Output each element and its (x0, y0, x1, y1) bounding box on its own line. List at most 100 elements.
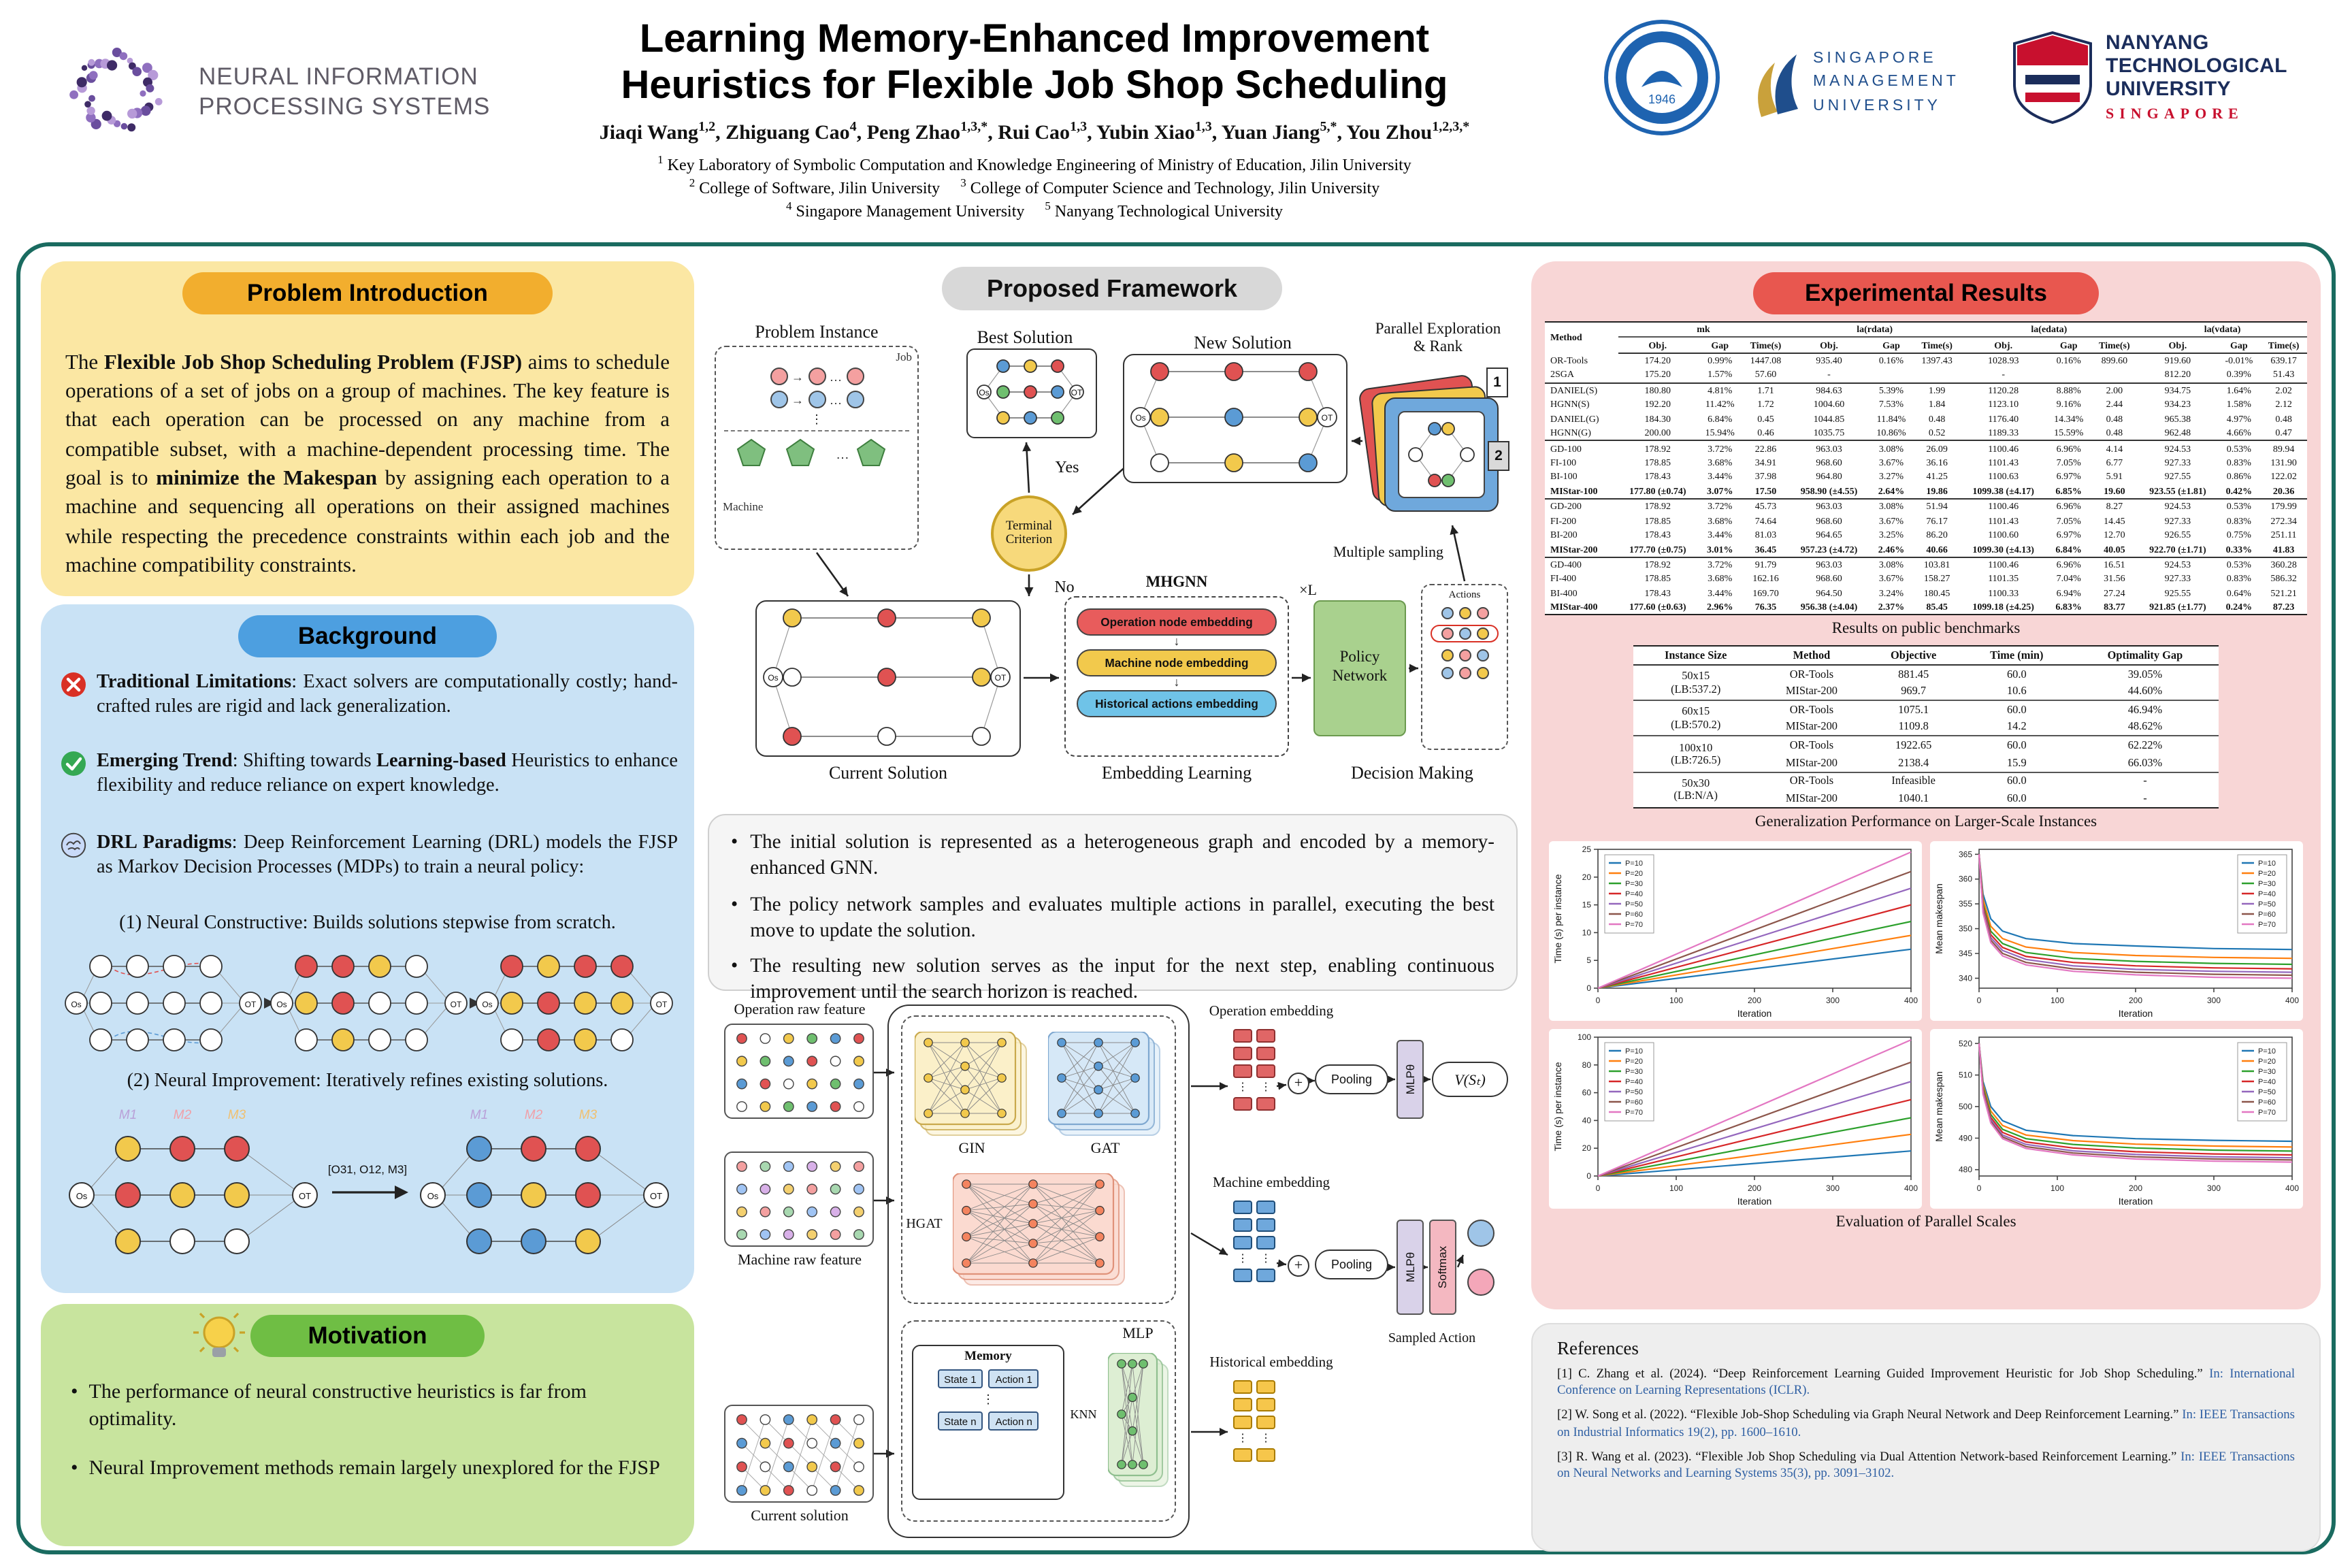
results-table-cell: 1099.18 (±4.25) (1972, 602, 2034, 613)
embedding-bar (1256, 1029, 1275, 1043)
background-header: Background (238, 615, 497, 657)
framework-bullet-2: •The policy network samples and evaluate… (731, 892, 1494, 945)
svg-circle (736, 1101, 747, 1112)
results-table-cell: 963.03 (1788, 498, 1869, 514)
results-table-cell: 1100.33 (1988, 587, 2019, 599)
svg-circle (126, 955, 149, 978)
svg-text: Os (276, 1000, 287, 1009)
svg-line (928, 1066, 966, 1079)
svg-text: 300 (2207, 996, 2221, 1005)
svg-circle (89, 992, 112, 1015)
results-table-cell: 899.60 (2101, 355, 2128, 367)
svg-text: 300 (1826, 996, 1840, 1005)
policy-line2: Network (1332, 668, 1388, 685)
sampled-action-label: Sampled Action (1388, 1331, 1476, 1346)
svg-line (1061, 1066, 1099, 1079)
svg-circle (1441, 422, 1455, 436)
results-table-cell: 180.45 (1923, 587, 1950, 599)
smu-line1: SINGAPORE (1813, 50, 1937, 67)
svg-circle (972, 608, 991, 627)
results-table-cell: 11.42% (1705, 399, 1735, 410)
svg-circle (444, 992, 468, 1015)
svg-circle (783, 668, 802, 687)
svg-circle (997, 1038, 1007, 1047)
mlp-theta-text: MLPθ (1403, 1064, 1417, 1095)
svg-line (1098, 1042, 1136, 1079)
svg-line (811, 1419, 836, 1491)
benchmark-table-cell: (LB:N/A) (1673, 789, 1718, 802)
gat-network-icon (1048, 1032, 1160, 1136)
results-table-cell: 2.46% (1878, 544, 1905, 555)
svg-polyline (1597, 870, 1912, 989)
svg-circle (1024, 385, 1037, 399)
memory-action-cell: Action 1 (988, 1369, 1039, 1388)
svg-text: 510 (1959, 1070, 1972, 1079)
benchmark-table-cell: 1075.1 (1865, 700, 1962, 719)
svg-line (1121, 1363, 1133, 1431)
benchmark-table-cell: 60x15(LB:570.2) (1633, 700, 1759, 736)
svg-circle (1117, 1359, 1126, 1369)
benchmark-table-cell: OR-Tools (1758, 771, 1865, 790)
svg-line (964, 1042, 1002, 1067)
svg-circle (1428, 422, 1441, 436)
results-table-cell: 4.81% (1697, 382, 1743, 398)
svg-circle (1298, 362, 1318, 381)
embedding-bar (1233, 1097, 1252, 1111)
svg-line (1132, 1363, 1144, 1465)
svg-text: M1 (119, 1108, 137, 1122)
svg-text: P=40 (1625, 1078, 1643, 1086)
svg-circle (368, 955, 391, 978)
benchmark-table-cell: 46.94% (2071, 700, 2219, 719)
text-segment: 2 (689, 176, 696, 189)
neurips-logo-text: NEURAL INFORMATION PROCESSING SYSTEMS (199, 63, 490, 122)
bars-ellipsis: ⋮ (1260, 1081, 1271, 1093)
results-table-cell: 36.45 (1754, 544, 1777, 555)
svg-circle (199, 1028, 223, 1051)
results-table-cell: 3.67% (1878, 573, 1904, 585)
results-table-cell: 1101.43 (1988, 515, 2019, 527)
svg-circle (1460, 447, 1475, 462)
results-table-cell: 919.60 (2164, 355, 2191, 367)
svg-circle (112, 48, 122, 57)
framework-bullet-1-text: The initial solution is represented as a… (750, 832, 1494, 880)
results-table-cell: 14.34% (2054, 413, 2084, 425)
svg-circle (877, 668, 896, 687)
svg-circle (368, 992, 391, 1015)
benchmark-table-cell: 1922.65 (1865, 735, 1962, 755)
background-section: Background Traditional Limitations: Exac… (41, 604, 694, 1293)
results-table-cell: 76.35 (1754, 602, 1777, 613)
solution-card-blue (1384, 397, 1499, 512)
current-solution-label: Current Solution (828, 762, 948, 783)
svg-circle (830, 1437, 841, 1449)
results-table-cell: 19.86 (1926, 485, 1948, 497)
memory-box: Memory State 1 Action 1 ⋮ State n Action… (912, 1345, 1064, 1500)
svg-circle (115, 1182, 141, 1208)
results-table-cell: 178.85 (1644, 515, 1671, 527)
svg-text: 0 (1977, 996, 1982, 1005)
svg-text: OT (1071, 388, 1083, 397)
action-row-selected (1431, 625, 1499, 642)
results-table-cell: 1.71 (1742, 382, 1789, 398)
svg-circle (132, 67, 142, 76)
text-segment: Flexible Job Shop Scheduling Problem (FJ… (103, 350, 523, 374)
results-table-cell: 1120.28 (1960, 382, 2046, 398)
svg-text: P=30 (1625, 880, 1643, 888)
svg-text: P=50 (2258, 1088, 2276, 1096)
svg-text: 0 (1586, 1171, 1591, 1181)
text-segment: DRL Paradigms (97, 832, 232, 853)
svg-text: OT (650, 1191, 662, 1201)
results-table-cell: 0.53% (2217, 498, 2261, 514)
results-table-cell: FI-200 (1550, 515, 1577, 527)
svg-text: 350 (1959, 924, 1972, 933)
svg-circle (962, 1205, 971, 1215)
results-table-cell: 178.92 (1618, 498, 1698, 514)
results-table-cell (2046, 368, 2091, 383)
results-table-cell: 15.94% (1705, 427, 1735, 439)
svg-circle (783, 727, 802, 746)
results-table-cell: 6.83% (2055, 602, 2082, 613)
action-node (1458, 627, 1471, 640)
svg-circle (521, 1182, 546, 1208)
svg-line (835, 1419, 860, 1491)
